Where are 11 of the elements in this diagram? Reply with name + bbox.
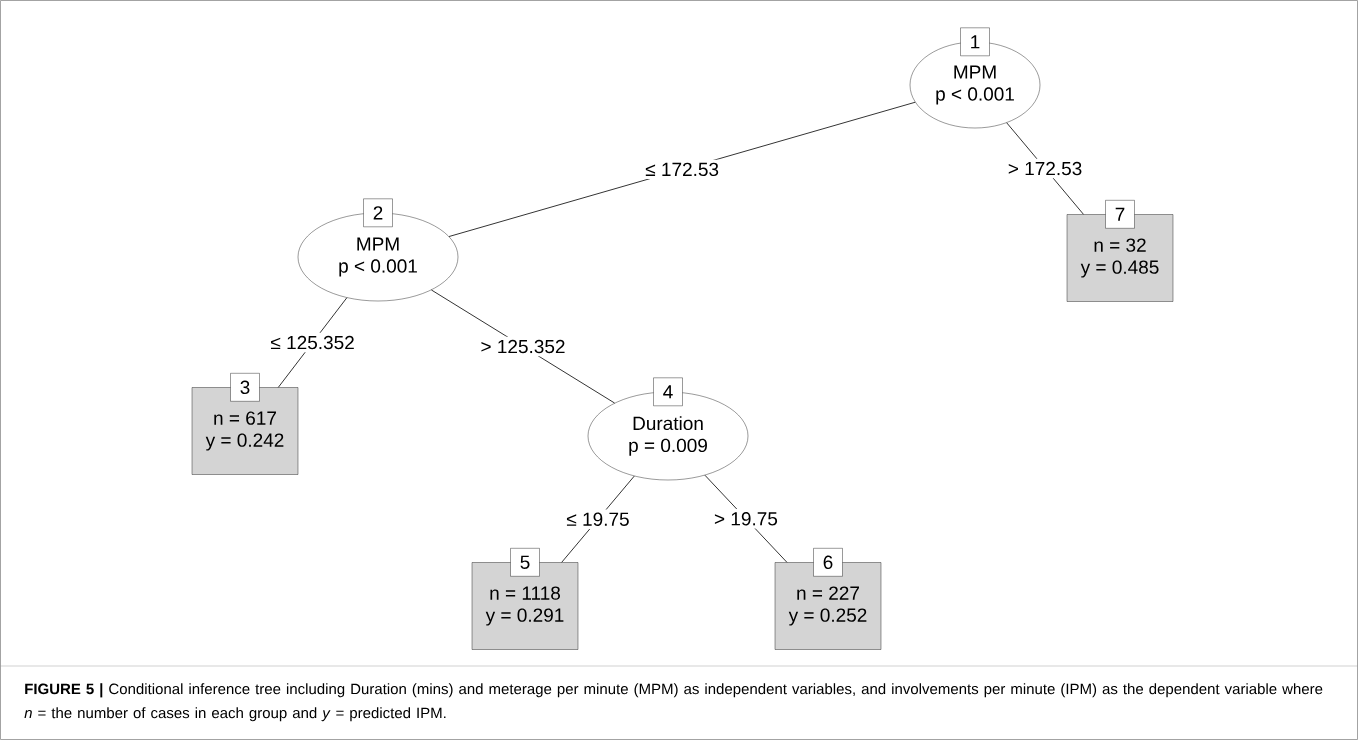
edge-label: > 125.352 [477, 336, 569, 357]
edge-label: ≤ 19.75 [563, 509, 633, 529]
terminal-box: n = 32 y = 0.485 7 [1066, 200, 1174, 302]
edge-label: ≤ 125.352 [267, 332, 358, 353]
figure-caption: FIGURE 5 | Conditional inference tree including Duration (mins) and meterage per minute (MPM) as independent variables, and involvements per minute (IPM) as the dependent variable where n = the number of cases in each group and y = predicted IPM. [24, 683, 1323, 722]
edge-label: > 19.75 [711, 509, 781, 529]
edge-label: ≤ 172.53 [642, 159, 723, 180]
edge-label: > 172.53 [1004, 158, 1086, 179]
terminal-box: n = 617 y = 0.242 3 [191, 373, 299, 475]
terminal-box: n = 1118 y = 0.291 5 [471, 548, 579, 650]
terminal-box: n = 227 y = 0.252 6 [774, 548, 882, 650]
